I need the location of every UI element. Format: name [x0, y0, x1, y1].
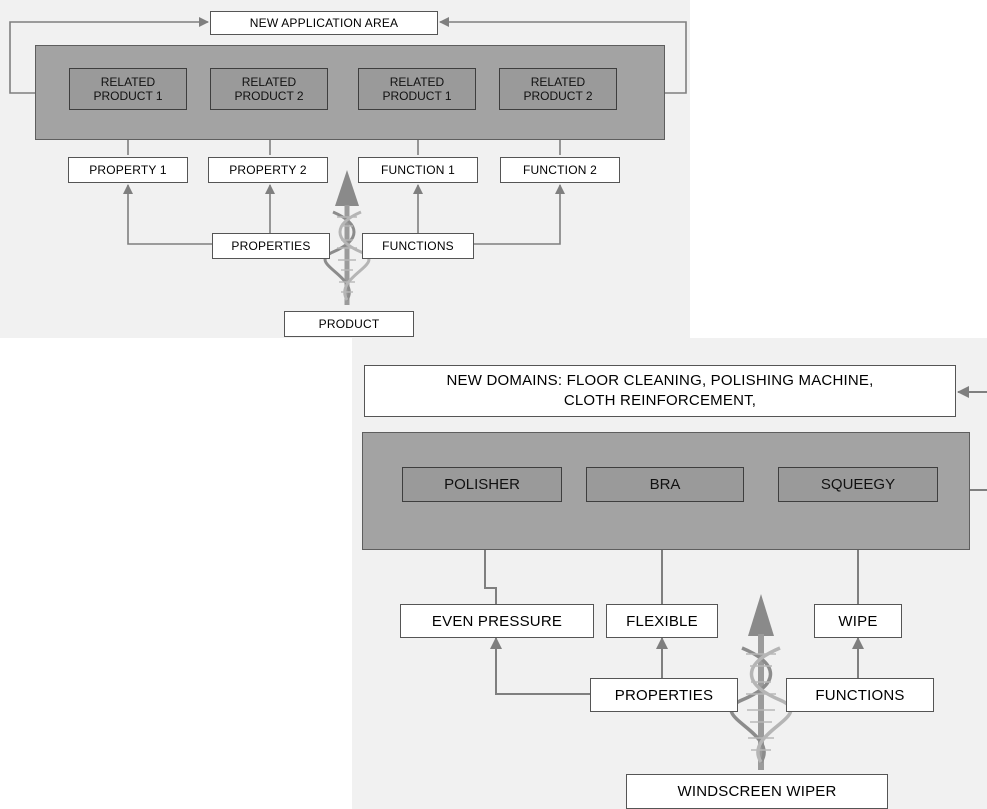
related-product-box-4: RELATED PRODUCT 2: [499, 68, 617, 110]
related-product-3-line2: PRODUCT 1: [382, 89, 452, 103]
dna-helix-icon: [323, 170, 371, 305]
polisher-box: POLISHER: [402, 467, 562, 502]
new-application-area-box: NEW APPLICATION AREA: [210, 11, 438, 35]
squeegy-box: SQUEEGY: [778, 467, 938, 502]
related-product-2-line1: RELATED: [241, 75, 297, 89]
related-product-1-line2: PRODUCT 1: [93, 89, 163, 103]
bra-box: BRA: [586, 467, 744, 502]
loop-right-arrow: [439, 17, 687, 94]
function-1-box: FUNCTION 1: [358, 157, 478, 183]
related-product-2-line2: PRODUCT 2: [234, 89, 304, 103]
properties-box: PROPERTIES: [212, 233, 330, 259]
product-box: PRODUCT: [284, 311, 414, 337]
related-product-4-line2: PRODUCT 2: [523, 89, 593, 103]
properties-to-even-pressure-arrow: [490, 637, 590, 695]
new-domains-box: NEW DOMAINS: FLOOR CLEANING, POLISHING M…: [364, 365, 956, 417]
properties-box-bottom: PROPERTIES: [590, 678, 738, 712]
new-domains-line2: CLOTH REINFORCEMENT,: [563, 392, 757, 409]
loop-left-arrow: [9, 17, 209, 94]
property-1-box: PROPERTY 1: [68, 157, 188, 183]
windscreen-wiper-box: WINDSCREEN WIPER: [626, 774, 888, 809]
even-pressure-box: EVEN PRESSURE: [400, 604, 594, 638]
related-product-1-line1: RELATED: [100, 75, 156, 89]
property-2-box: PROPERTY 2: [208, 157, 328, 183]
dna-helix-bottom-icon: [729, 594, 793, 770]
function-2-box: FUNCTION 2: [500, 157, 620, 183]
functions-box: FUNCTIONS: [362, 233, 474, 259]
functions-to-function2-arrow: [474, 184, 565, 245]
new-domains-line1: NEW DOMAINS: FLOOR CLEANING, POLISHING M…: [446, 372, 874, 389]
related-product-3-line1: RELATED: [389, 75, 445, 89]
related-product-box-2: RELATED PRODUCT 2: [210, 68, 328, 110]
properties-to-property1-arrow: [123, 184, 212, 245]
functions-box-bottom: FUNCTIONS: [786, 678, 934, 712]
related-product-box-1: RELATED PRODUCT 1: [69, 68, 187, 110]
flexible-box: FLEXIBLE: [606, 604, 718, 638]
related-product-box-3: RELATED PRODUCT 1: [358, 68, 476, 110]
related-product-4-line1: RELATED: [530, 75, 586, 89]
wipe-box: WIPE: [814, 604, 902, 638]
